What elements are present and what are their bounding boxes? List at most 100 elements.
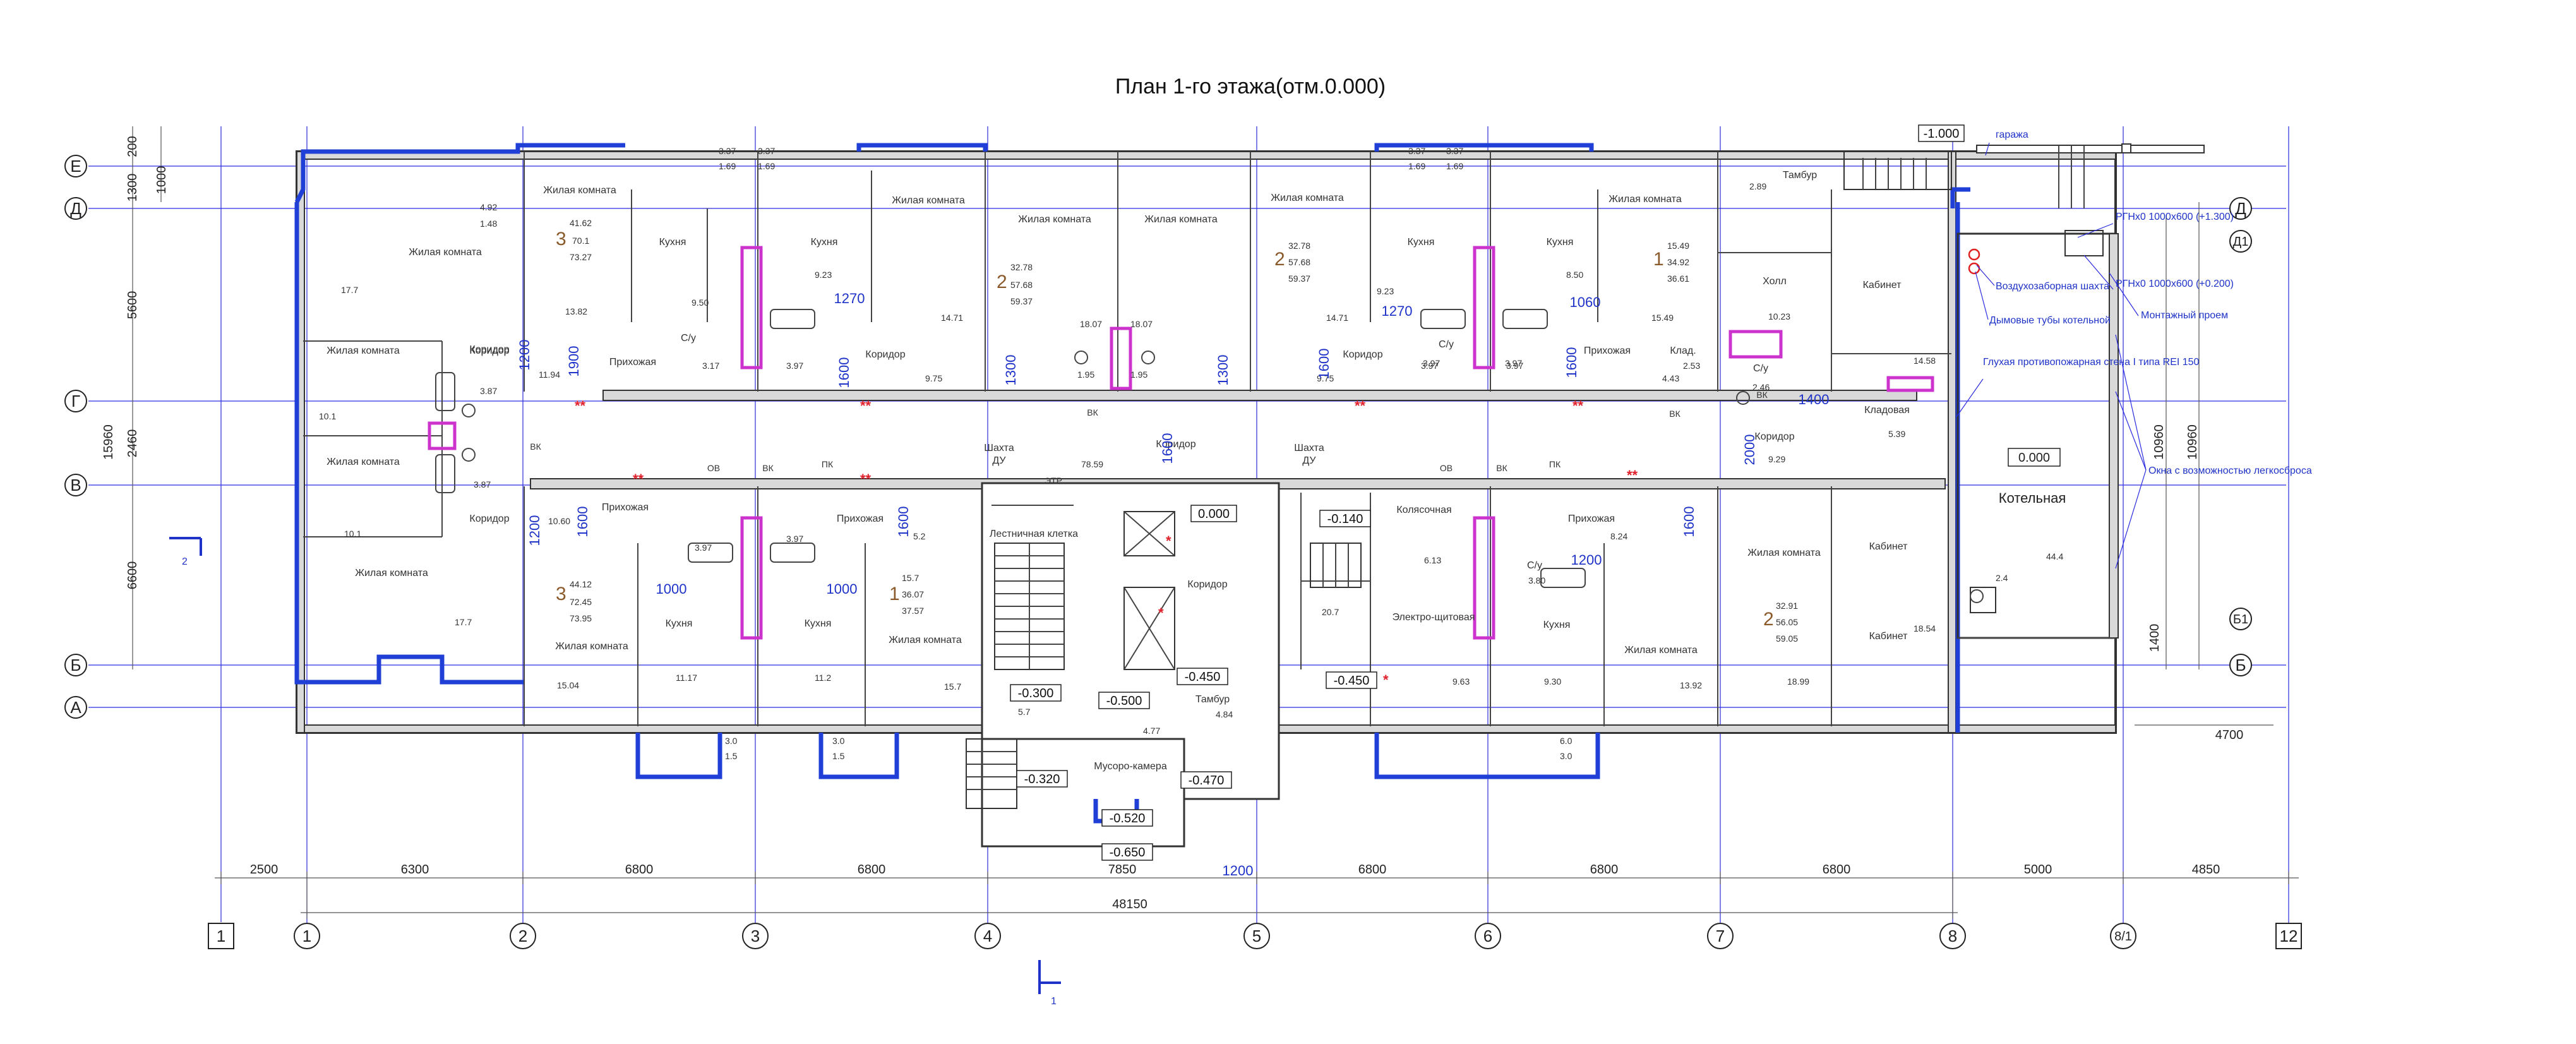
room-label: Тамбур [1783,170,1817,181]
room-label: Прихожая [1584,345,1631,356]
balcony-labels: 4.92 1.48 3.37 1.69 3.37 1.69 3.37 1.69 … [480,146,1573,761]
svg-text:Д: Д [2235,199,2246,218]
room-label: Жилая комната [1271,193,1344,203]
svg-text:-0.450: -0.450 [1185,670,1221,684]
svg-text:*: * [1158,605,1164,621]
room-label: Коридор [1187,579,1227,590]
room-area: 2.53 [1683,361,1700,371]
room-label: Колясочная [1396,505,1451,515]
svg-text:1.69: 1.69 [1408,161,1425,171]
svg-text:3.37: 3.37 [1408,146,1425,156]
svg-text:2460: 2460 [126,429,140,458]
axis-bubble: 8/1 [2110,923,2136,949]
svg-text:**: ** [860,398,872,414]
room-area: 10.1 [344,529,361,539]
room-label: Клад. [1670,345,1696,356]
svg-text:**: ** [1355,398,1366,414]
svg-text:1000: 1000 [155,166,169,195]
small-areas: 1.95 1.95 3.97 3.97 3.97 3.97 4.43 [695,358,1679,553]
room-area: 8.50 [1566,270,1583,280]
svg-text:6800: 6800 [858,863,886,877]
level-marks: -1.000 0.000 -0.140 -0.300 -0.500 -0.450… [1010,124,2061,861]
room-label: Жилая комната [889,635,962,645]
room-label: Жилая комната [1018,214,1091,225]
svg-text:6800: 6800 [1358,863,1387,877]
exterior-walls [296,150,2117,848]
axis-bubble: Г [64,390,87,412]
room-area: 9.50 [692,297,709,308]
svg-text:1.5: 1.5 [725,751,738,761]
svg-text:**: ** [860,471,872,487]
level-mark: -0.320 [1016,770,1068,788]
room-label: Коридор [469,345,509,356]
room-area: 14.58 [1914,356,1936,366]
svg-text:**: ** [1627,467,1638,483]
room-area: 2.46 [1752,382,1770,392]
svg-text:-1.000: -1.000 [1924,127,1960,141]
room-area: 11.94 [539,369,560,380]
svg-text:3.37: 3.37 [758,146,775,156]
room-label: Тамбур [1195,694,1230,705]
axis-bubble: 2 [510,923,536,949]
room-area: 8.24 [1610,531,1627,541]
svg-text:70.1: 70.1 [572,236,589,246]
room-label: Кухня [1547,237,1574,248]
room-label: Жилая комната [555,641,628,652]
svg-text:32.91: 32.91 [1776,601,1798,611]
svg-text:1: 1 [889,584,900,604]
dimension-right: 10960 10960 1400 4700 [2135,202,2273,742]
room-area: 13.92 [1680,680,1702,690]
axis-bubble: Е [64,155,87,177]
svg-text:Б: Б [70,656,81,675]
svg-text:3: 3 [556,584,566,604]
boiler-room [1956,230,2119,639]
svg-text:1600: 1600 [896,507,911,537]
room-area: 4.77 [1143,726,1160,736]
level-mark: -0.300 [1010,684,1062,702]
room-area: 11.17 [676,673,697,683]
svg-text:1600: 1600 [575,507,590,537]
room-label: С/у [1439,339,1454,350]
svg-text:1600: 1600 [1681,507,1697,537]
svg-text:2: 2 [518,927,527,945]
sanitary-fixtures [435,309,1984,603]
room-area: 11.2 [815,673,831,683]
svg-text:200: 200 [126,136,140,157]
svg-text:59.37: 59.37 [1010,296,1033,306]
room-label: Коридор [469,344,509,355]
room-area: 3.87 [480,386,497,396]
axis-bubble: 4 [974,923,1001,949]
svg-text:3.97: 3.97 [786,534,803,544]
room-label: Кухня [805,618,832,629]
svg-text:1060: 1060 [1570,294,1601,310]
room-label: Электро-щитовая [1393,612,1475,623]
svg-text:1000: 1000 [656,581,687,597]
plan-title: План 1-го этажа(отм.0.000) [1115,75,1386,99]
svg-text:Монтажный проем: Монтажный проем [2141,310,2228,321]
svg-text:59.37: 59.37 [1288,273,1310,284]
svg-text:34.92: 34.92 [1667,257,1689,267]
room-label: Кухня [811,237,838,248]
room-area: 9.75 [925,373,942,383]
level-mark: -0.520 [1101,809,1153,827]
svg-text:4700: 4700 [2215,728,2244,742]
svg-text:1270: 1270 [834,291,865,306]
room-area: 15.7 [944,681,961,692]
svg-text:1: 1 [303,927,311,945]
svg-text:Е: Е [70,157,81,176]
svg-text:-0.520: -0.520 [1110,812,1146,825]
room-area: 17.7 [341,285,358,295]
room-area: 5.2 [913,531,926,541]
axis-bubble: Д [2229,197,2252,220]
svg-text:1.69: 1.69 [719,161,736,171]
room-label: Коридор [865,349,905,360]
svg-text:1200: 1200 [527,515,542,546]
svg-text:-0.300: -0.300 [1018,687,1054,700]
room-area: 18.07 [1080,319,1102,329]
svg-text:36.61: 36.61 [1667,273,1689,284]
interior-walls [303,152,1951,726]
apartment-block: 2 32.78 57.68 59.37 [1274,241,1310,284]
axis-bubble: 6 [1475,923,1501,949]
svg-text:*: * [1166,533,1171,549]
svg-text:1200: 1200 [517,340,532,371]
